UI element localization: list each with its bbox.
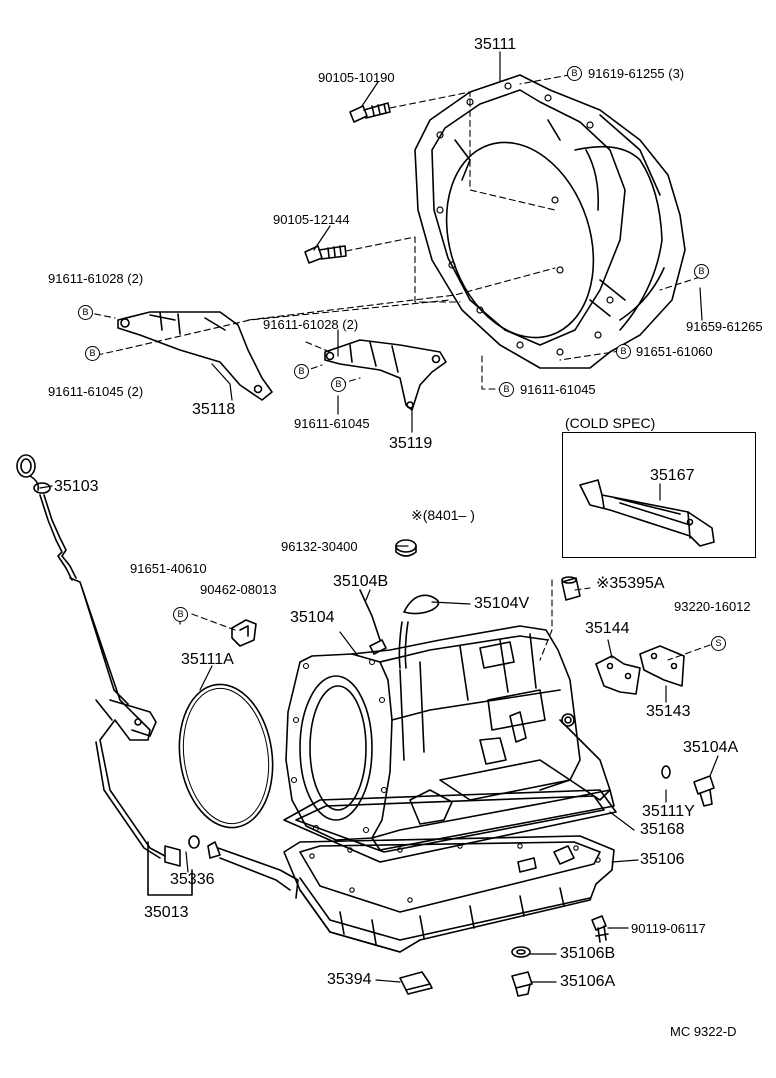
label-35118: 35118 — [192, 401, 236, 418]
badge-b: B — [294, 364, 309, 379]
label-91659-61265: 91659-61265 — [686, 319, 763, 334]
label-35104a: 35104A — [683, 739, 739, 756]
breather-hose — [398, 594, 440, 669]
label-35106: 35106 — [640, 851, 685, 868]
badge-b: B — [499, 382, 514, 397]
plate-35143 — [639, 645, 685, 687]
transmission-case — [285, 625, 615, 851]
badge-s: S — [711, 636, 726, 651]
label-90119-06117: 90119-06117 — [631, 921, 706, 936]
plug-35104a — [693, 775, 715, 807]
bracket-35167 — [579, 479, 715, 547]
badge-b: B — [331, 377, 346, 392]
label-cold-spec: (COLD SPEC) — [565, 415, 656, 431]
label-35111: 35111 — [474, 36, 517, 53]
label-91619-61255: 91619-61255 (3) — [588, 66, 685, 81]
o-ring-35111y — [661, 765, 671, 779]
label-96132-30400: 96132-30400 — [281, 539, 358, 554]
label-91611-61028-left: 91611-61028 (2) — [48, 271, 144, 286]
badge-b: B — [173, 607, 188, 622]
label-35106a: 35106A — [560, 973, 616, 990]
cold-spec-box — [562, 432, 756, 558]
label-90462-08013: 90462-08013 — [200, 582, 277, 597]
bolt-90119 — [591, 915, 609, 943]
clip-90462 — [231, 619, 257, 647]
badge-b: B — [567, 66, 582, 81]
label-90105-10190: 90105-10190 — [318, 70, 395, 85]
badge-b: B — [85, 346, 100, 361]
bracket-35119 — [324, 339, 447, 411]
label-serial-range: ※(8401– ) — [411, 507, 475, 523]
magnet-35394 — [399, 971, 433, 995]
gasket-35106b — [511, 946, 531, 958]
bolt-90105-10190 — [349, 102, 391, 123]
badge-b: B — [78, 305, 93, 320]
dipstick-tube — [69, 577, 299, 899]
oil-pan-35106 — [283, 835, 615, 953]
label-35336: 35336 — [170, 871, 215, 888]
label-35104: 35104 — [290, 609, 335, 626]
label-35103: 35103 — [54, 478, 99, 495]
label-35168: 35168 — [640, 821, 685, 838]
bracket-35118 — [117, 311, 273, 401]
label-35104v: 35104V — [474, 595, 530, 612]
label-35104b: 35104B — [333, 573, 389, 590]
label-91611-61045-right: 91611-61045 — [520, 382, 596, 397]
sensor-35395a — [561, 576, 581, 601]
label-91611-61028-mid: 91611-61028 (2) — [263, 317, 359, 332]
label-91651-61060: 91651-61060 — [636, 344, 713, 359]
label-35394: 35394 — [327, 971, 372, 988]
label-35106b: 35106B — [560, 945, 616, 962]
label-35111a: 35111A — [181, 651, 234, 668]
fitting-35104b — [359, 589, 387, 655]
o-ring-35111a — [178, 683, 274, 829]
bell-housing — [414, 74, 686, 369]
label-35167: 35167 — [650, 467, 695, 484]
label-35144: 35144 — [585, 620, 630, 637]
label-35111y: 35111Y — [642, 803, 695, 820]
label-35013: 35013 — [144, 904, 189, 921]
label-35119: 35119 — [389, 435, 433, 452]
label-91651-40610: 91651-40610 — [130, 561, 207, 576]
label-35395a: ※35395A — [596, 575, 665, 592]
gasket-35168 — [283, 789, 617, 863]
diagram-code: MC 9322-D — [670, 1024, 737, 1039]
dipstick — [16, 454, 77, 581]
label-91611-61045-mid: 91611-61045 — [294, 416, 370, 431]
badge-b: B — [694, 264, 709, 279]
clamp-96132 — [395, 539, 417, 557]
label-35143: 35143 — [646, 703, 691, 720]
badge-b: B — [616, 344, 631, 359]
bolt-90105-12144 — [304, 245, 347, 264]
label-93220-16012: 93220-16012 — [674, 599, 751, 614]
label-90105-12144: 90105-12144 — [273, 212, 350, 227]
label-91611-61045-left: 91611-61045 (2) — [48, 384, 144, 399]
drain-plug-35106a — [511, 971, 533, 997]
plate-35144 — [595, 655, 641, 695]
